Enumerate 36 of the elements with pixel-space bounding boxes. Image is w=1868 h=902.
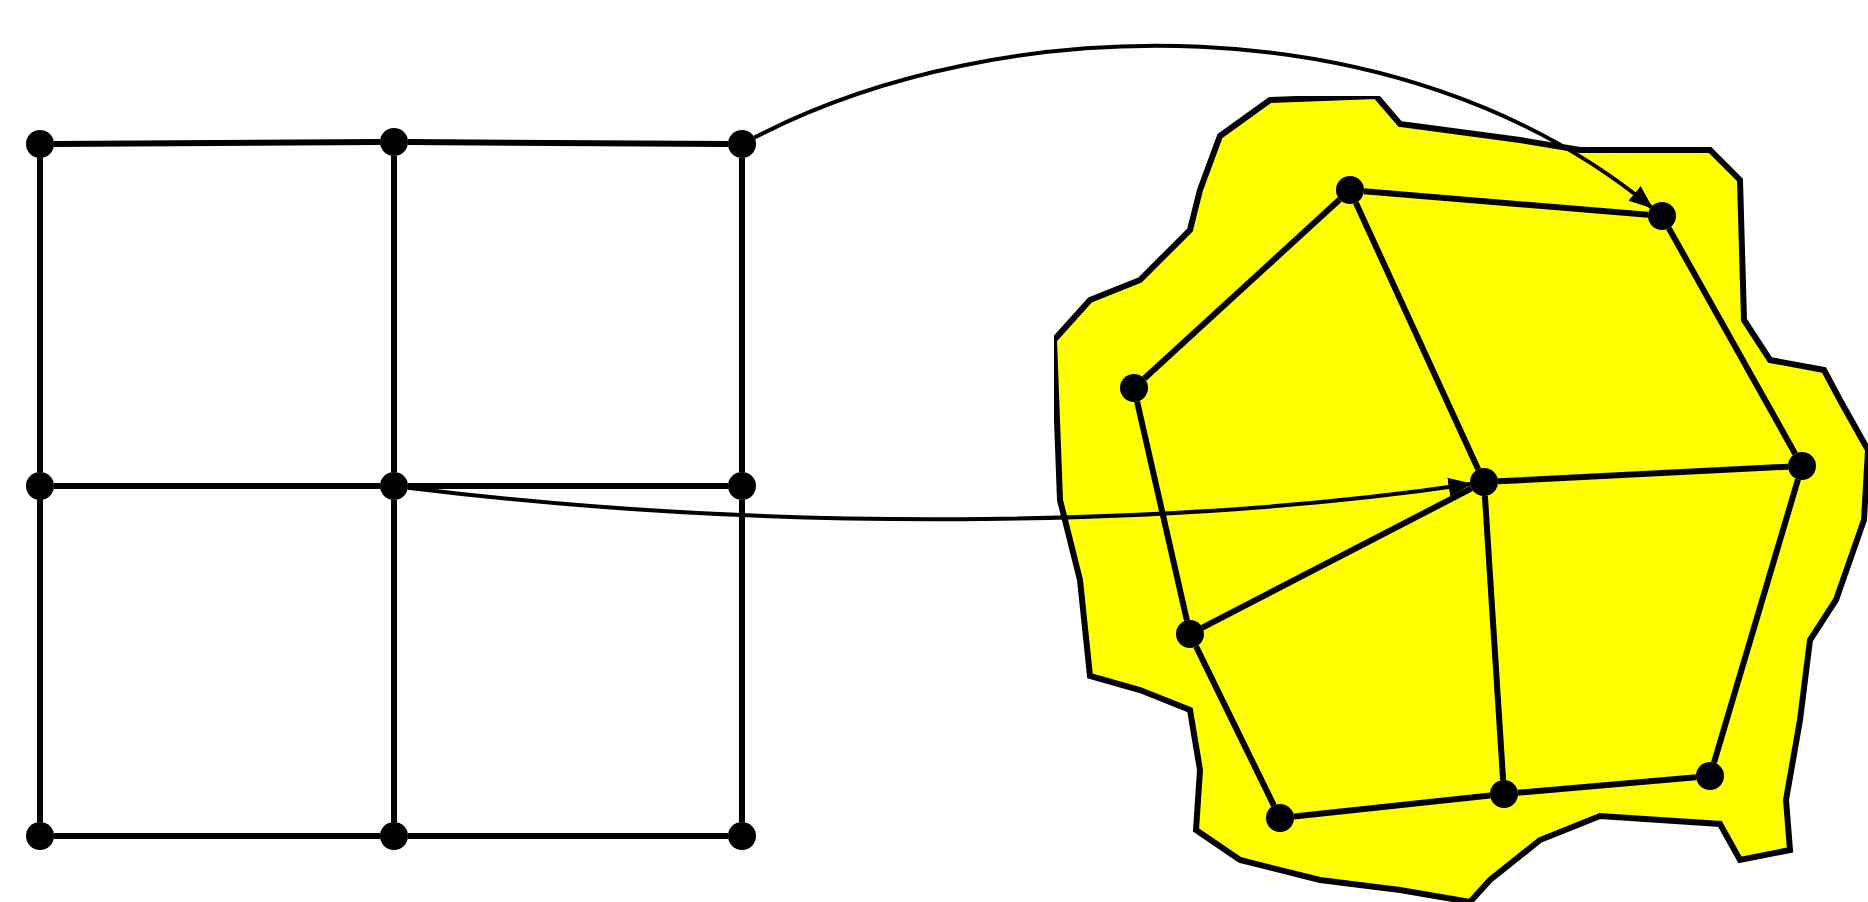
mesh-edge-line (54, 139, 380, 147)
mesh-node-dot (380, 472, 408, 500)
mesh-node-dot (380, 822, 408, 850)
mesh-edge-line (408, 139, 728, 147)
mesh-node-dot (26, 822, 54, 850)
mesh-edge-line (37, 158, 43, 472)
mesh-edge-line (1293, 792, 1491, 820)
mesh-edge-line (1666, 226, 1798, 456)
mesh-edge-line (54, 833, 380, 839)
mesh-edge-line (1363, 188, 1649, 218)
mesh-edge-line (391, 156, 397, 472)
mesh-edge-line (391, 500, 397, 822)
mesh-edge-line (739, 158, 745, 472)
mesh-node-dot (728, 130, 756, 158)
mesh-edge-line (1193, 645, 1277, 807)
mapping-arrow (407, 477, 1473, 521)
mesh-edge-line (1201, 485, 1473, 631)
mesh-edge-line (54, 483, 380, 489)
mesh-edge-line (1497, 463, 1789, 485)
mesh-edge-line (408, 483, 728, 489)
mesh-node-dot (26, 472, 54, 500)
mesh-edge-line (37, 500, 43, 822)
deformed-region (1054, 96, 1868, 902)
mesh-edge-line (1711, 478, 1801, 764)
mesh-node-dot (728, 822, 756, 850)
mapping-arrow (753, 44, 1654, 209)
mesh-edge-line (408, 833, 728, 839)
mesh-edge-line (1517, 774, 1697, 796)
mesh-node-dot (728, 472, 756, 500)
mesh-edge-line (1142, 197, 1342, 381)
mesh-node-dot (380, 128, 408, 156)
mesh-edge-line (1481, 495, 1507, 781)
mesh-node-dot (26, 130, 54, 158)
mesh-edge-line (1353, 201, 1481, 471)
mesh-edge-line (1134, 401, 1190, 621)
mesh-edge-line (739, 500, 745, 822)
